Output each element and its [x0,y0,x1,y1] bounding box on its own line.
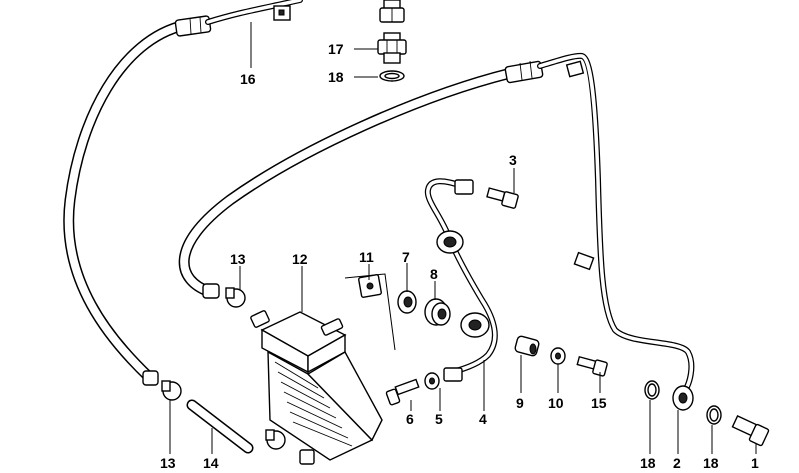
bolt-15 [576,355,608,377]
label-9: 9 [516,395,524,411]
oil-cooler-12 [250,310,383,465]
leader-lines [169,22,757,454]
label-11: 11 [359,249,374,265]
pipe-bracket-right-top [565,60,585,78]
pipe-bracket-top [273,5,291,21]
label-18-top: 18 [328,69,344,85]
hose-end-lower [142,370,159,386]
bolt-3 [486,187,519,209]
banjo-bolt-1 [731,414,770,447]
sealing-ring-18-bottom-left [644,380,660,400]
label-5: 5 [435,411,443,427]
oil-hose-right [178,66,521,298]
pipe-bracket-right-mid [573,251,595,271]
label-4: 4 [479,411,487,427]
label-13-top: 13 [230,251,246,267]
label-15: 15 [591,395,607,411]
label-2: 2 [673,455,681,471]
hose-clamp-13-upper [225,287,246,308]
clip-nut-11 [344,273,396,351]
label-18-bottom-left: 18 [640,455,656,471]
union-fitting-top [379,0,405,23]
hose-fitting-top-right [504,60,544,84]
return-pipe-right [537,52,695,396]
label-12: 12 [292,251,308,267]
hose-section-14 [186,399,254,454]
grommet-7 [397,290,417,314]
label-13-bottom: 13 [160,455,176,471]
bushing-9 [514,335,540,357]
sealing-ring-18-bottom-right [706,405,722,425]
hose-clamp-13-lower [161,380,182,401]
label-16: 16 [240,71,256,87]
label-1: 1 [751,455,759,471]
label-17: 17 [328,41,344,57]
label-18-bottom-right: 18 [703,455,719,471]
mounting-bracket-4 [424,178,498,382]
label-7: 7 [402,249,410,265]
washer-10 [550,347,566,365]
hose-fitting-top-left [174,15,212,37]
bolt-6 [385,378,420,406]
sealing-ring-18-top [379,70,405,82]
hose-clamp-bottom [265,429,286,450]
pipe-top [205,0,303,25]
nut-5 [424,372,440,390]
label-8: 8 [430,266,438,282]
rubber-mount-8 [424,298,451,326]
union-screw-17 [377,32,407,64]
label-14: 14 [203,455,219,471]
label-6: 6 [406,411,414,427]
hose-end-upper [202,283,220,299]
label-10: 10 [548,395,564,411]
banjo-fitting-2 [672,385,694,411]
label-3: 3 [509,152,517,168]
oil-hose-left [63,19,191,384]
